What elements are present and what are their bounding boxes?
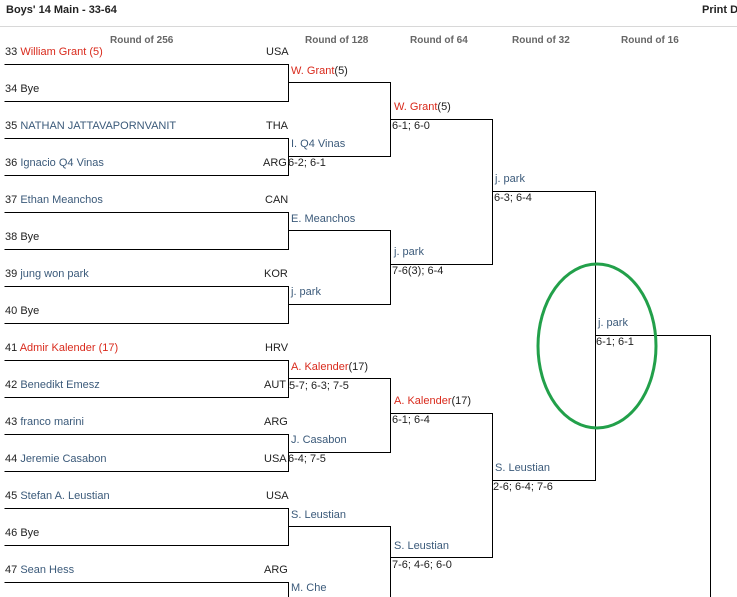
round-header-128: Round of 128 <box>305 35 369 46</box>
bracket-line <box>4 508 289 546</box>
player-country: KOR <box>264 268 288 280</box>
r128-winner-5[interactable]: A. Kalender(17) <box>291 361 369 373</box>
bracket-line <box>288 230 391 305</box>
r32-winner-2[interactable]: S. Leustian <box>495 462 551 474</box>
r128-winner-3[interactable]: E. Meanchos <box>291 213 356 225</box>
header-divider <box>0 26 737 27</box>
player-36[interactable]: 36 Ignacio Q4 Vinas <box>5 157 104 169</box>
bracket-line <box>288 378 391 453</box>
player-country: AUT <box>264 379 286 391</box>
player-33[interactable]: 33 William Grant (5) <box>5 46 103 58</box>
player-46: 46 Bye <box>5 527 40 539</box>
round-header-32: Round of 32 <box>512 35 570 46</box>
match-score: 6-1; 6-0 <box>392 120 430 132</box>
bracket-line <box>4 64 289 102</box>
player-47[interactable]: 47 Sean Hess <box>5 564 75 576</box>
player-43[interactable]: 43 franco marini <box>5 416 84 428</box>
draw-title: Boys' 14 Main - 33-64 <box>6 4 117 16</box>
r64-winner-1[interactable]: W. Grant(5) <box>394 101 451 113</box>
match-score: 7-6(3); 6-4 <box>392 265 444 277</box>
round-header-256: Round of 256 <box>110 35 174 46</box>
player-country: ARG <box>264 416 288 428</box>
player-40: 40 Bye <box>5 305 40 317</box>
match-score: 5-7; 6-3; 7-5 <box>289 380 349 392</box>
match-score: 6-3; 6-4 <box>494 192 532 204</box>
r16-winner-1[interactable]: j. park <box>598 317 628 329</box>
r128-winner-8[interactable]: M. Che <box>291 582 327 594</box>
player-37[interactable]: 37 Ethan Meanchos <box>5 194 103 206</box>
r64-winner-2[interactable]: j. park <box>394 246 424 258</box>
player-country: HRV <box>265 342 289 354</box>
player-42[interactable]: 42 Benedikt Emesz <box>5 379 100 391</box>
player-country: ARG <box>263 157 287 169</box>
bracket-line <box>492 191 596 481</box>
player-34: 34 Bye <box>5 83 40 95</box>
player-41[interactable]: 41 Admir Kalender (17) <box>5 342 119 354</box>
match-score: 6-2; 6-1 <box>288 157 326 169</box>
player-country: USA <box>264 453 287 465</box>
player-44[interactable]: 44 Jeremie Casabon <box>5 453 107 465</box>
bracket-line <box>390 413 493 558</box>
player-country: THA <box>266 120 288 132</box>
bracket-line <box>4 286 289 324</box>
r128-winner-1[interactable]: W. Grant(5) <box>291 65 348 77</box>
match-score: 6-1; 6-1 <box>596 336 634 348</box>
r64-winner-4[interactable]: S. Leustian <box>394 540 450 552</box>
player-country: CAN <box>265 194 289 206</box>
player-country: USA <box>266 490 289 502</box>
r128-winner-6[interactable]: J. Casabon <box>291 434 347 446</box>
player-45[interactable]: 45 Stefan A. Leustian <box>5 490 110 502</box>
highlight-circle <box>536 262 658 430</box>
bracket-line <box>4 212 289 250</box>
player-35[interactable]: 35 NATHAN JATTAVAPORNVANIT <box>5 120 177 132</box>
match-score: 6-4; 7-5 <box>288 453 326 465</box>
r128-winner-2[interactable]: I. Q4 Vinas <box>291 138 346 150</box>
bracket-line <box>4 582 289 597</box>
player-country: ARG <box>264 564 288 576</box>
bracket-line <box>288 526 391 597</box>
match-score: 2-6; 6-4; 7-6 <box>493 481 553 493</box>
bracket-line <box>595 335 711 597</box>
match-score: 6-1; 6-4 <box>392 414 430 426</box>
round-header-16: Round of 16 <box>621 35 679 46</box>
r128-winner-7[interactable]: S. Leustian <box>291 509 347 521</box>
r128-winner-4[interactable]: j. park <box>291 286 321 298</box>
round-header-64: Round of 64 <box>410 35 468 46</box>
player-country: USA <box>266 46 289 58</box>
print-draw-link[interactable]: Print D <box>702 4 737 16</box>
r32-winner-1[interactable]: j. park <box>495 173 525 185</box>
r64-winner-3[interactable]: A. Kalender(17) <box>394 395 472 407</box>
player-38: 38 Bye <box>5 231 40 243</box>
match-score: 7-6; 4-6; 6-0 <box>392 559 452 571</box>
player-39[interactable]: 39 jung won park <box>5 268 89 280</box>
bracket-line <box>390 119 493 265</box>
